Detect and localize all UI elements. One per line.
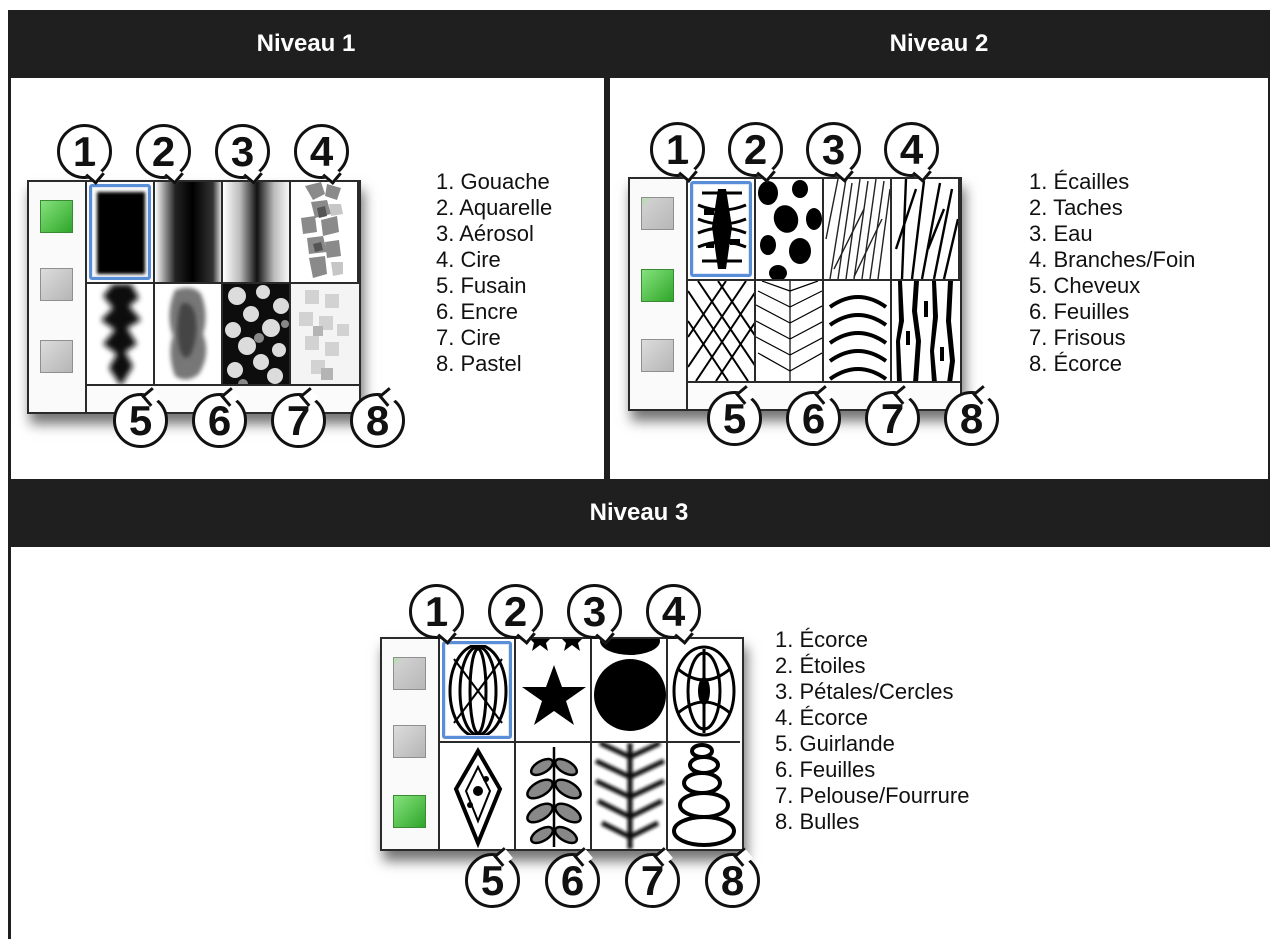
legend-item: 1. Écailles (1029, 169, 1130, 194)
frame-divider-top (604, 10, 610, 479)
legend-niveau-3: 1. Écorce 2. Étoiles 3. Pétales/Cercles … (775, 627, 969, 835)
hair-pattern-icon[interactable] (688, 281, 756, 383)
garland-stamp-icon[interactable] (440, 743, 516, 849)
legend-item: 3. Pétales/Cercles (775, 679, 954, 704)
badge-niveau1-6: 6 (192, 393, 247, 448)
legend-item: 4. Branches/Foin (1029, 247, 1196, 272)
legend-item: 8. Écorce (1029, 351, 1122, 376)
scales-pattern-icon[interactable] (688, 179, 756, 281)
badge-niveau1-2: 2 (136, 124, 191, 179)
wax-dots-icon[interactable] (223, 284, 291, 386)
charcoal-icon[interactable] (87, 284, 155, 386)
branches-hay-pattern-icon[interactable] (892, 179, 960, 281)
legend-item: 2. Étoiles (775, 653, 866, 678)
badge-niveau1-8: 8 (350, 393, 405, 448)
badge-niveau3-3: 3 (567, 584, 622, 639)
mode-button-3[interactable] (40, 340, 73, 373)
legend-item: 4. Cire (436, 247, 501, 272)
brush-panel-niveau-3 (380, 637, 744, 851)
stars-stamp-icon[interactable] (516, 639, 592, 743)
legend-item: 7. Cire (436, 325, 501, 350)
badge-niveau2-2: 2 (728, 122, 783, 177)
frame-right-top (1268, 10, 1270, 547)
badge-niveau3-7: 7 (625, 853, 680, 908)
legend-item: 7. Pelouse/Fourrure (775, 783, 970, 808)
header-niveau-1: Niveau 1 (8, 10, 604, 78)
badge-niveau2-8: 8 (944, 391, 999, 446)
legend-item: 1. Écorce (775, 627, 868, 652)
mode-button-2[interactable] (393, 725, 426, 758)
legend-item: 3. Eau (1029, 221, 1093, 246)
bark-pattern-icon[interactable] (892, 281, 960, 383)
legend-item: 6. Encre (436, 299, 518, 324)
spots-pattern-icon[interactable] (756, 179, 824, 281)
petals-circles-stamp-icon[interactable] (592, 639, 668, 743)
badge-niveau1-1: 1 (57, 124, 112, 179)
legend-niveau-2: 1. Écailles 2. Taches 3. Eau 4. Branches… (1029, 169, 1195, 377)
brush-panel-niveau-1 (27, 180, 361, 414)
badge-niveau3-1: 1 (409, 584, 464, 639)
leaves-stamp-icon[interactable] (516, 743, 592, 849)
badge-niveau1-4: 4 (294, 124, 349, 179)
badge-niveau3-4: 4 (646, 584, 701, 639)
water-pattern-icon[interactable] (824, 179, 892, 281)
header-niveau-2: Niveau 2 (610, 10, 1268, 78)
mode-button-2[interactable] (40, 268, 73, 301)
pastel-icon[interactable] (291, 284, 359, 386)
badge-niveau3-5: 5 (465, 853, 520, 908)
button-column (630, 179, 688, 409)
ink-icon[interactable] (155, 284, 223, 386)
gouache-brush-icon[interactable] (87, 182, 155, 284)
mode-button-3[interactable] (393, 795, 426, 828)
legend-item: 5. Cheveux (1029, 273, 1141, 298)
legend-item: 6. Feuilles (1029, 299, 1130, 324)
badge-niveau1-5: 5 (113, 393, 168, 448)
leaves-pattern-icon[interactable] (756, 281, 824, 383)
grass-fur-stamp-icon[interactable] (592, 743, 668, 849)
legend-item: 5. Fusain (436, 273, 527, 298)
button-column (382, 639, 440, 849)
legend-item: 3. Aérosol (436, 221, 534, 246)
legend-item: 5. Guirlande (775, 731, 895, 756)
badge-niveau2-4: 4 (884, 122, 939, 177)
badge-niveau2-1: 1 (650, 122, 705, 177)
badge-niveau2-7: 7 (865, 391, 920, 446)
mode-button-2[interactable] (641, 269, 674, 302)
frame-left (8, 10, 11, 939)
header-niveau-3: Niveau 3 (8, 479, 1270, 547)
legend-item: 4. Écorce (775, 705, 868, 730)
badge-niveau3-6: 6 (545, 853, 600, 908)
badge-niveau2-6: 6 (786, 391, 841, 446)
watercolor-brush-icon[interactable] (155, 182, 223, 284)
airbrush-icon[interactable] (223, 182, 291, 284)
bark-ornament-icon[interactable] (668, 639, 740, 743)
mode-button-1[interactable] (393, 657, 426, 690)
legend-item: 8. Pastel (436, 351, 522, 376)
mode-button-1[interactable] (40, 200, 73, 233)
badge-niveau1-7: 7 (271, 393, 326, 448)
legend-item: 6. Feuilles (775, 757, 876, 782)
wax-crayon-icon[interactable] (291, 182, 359, 284)
legend-item: 2. Taches (1029, 195, 1123, 220)
legend-niveau-1: 1. Gouache 2. Aquarelle 3. Aérosol 4. Ci… (436, 169, 552, 377)
badge-niveau2-3: 3 (806, 122, 861, 177)
legend-item: 7. Frisous (1029, 325, 1126, 350)
badge-niveau2-5: 5 (707, 391, 762, 446)
badge-niveau3-2: 2 (488, 584, 543, 639)
mode-button-1[interactable] (641, 197, 674, 230)
bark-stamp-icon[interactable] (440, 639, 516, 743)
bubbles-stamp-icon[interactable] (668, 743, 740, 849)
legend-item: 1. Gouache (436, 169, 550, 194)
brush-panel-niveau-2 (628, 177, 962, 411)
button-column (29, 182, 87, 412)
curls-pattern-icon[interactable] (824, 281, 892, 383)
badge-niveau1-3: 3 (215, 124, 270, 179)
mode-button-3[interactable] (641, 339, 674, 372)
legend-item: 8. Bulles (775, 809, 860, 834)
legend-item: 2. Aquarelle (436, 195, 553, 220)
badge-niveau3-8: 8 (705, 853, 760, 908)
